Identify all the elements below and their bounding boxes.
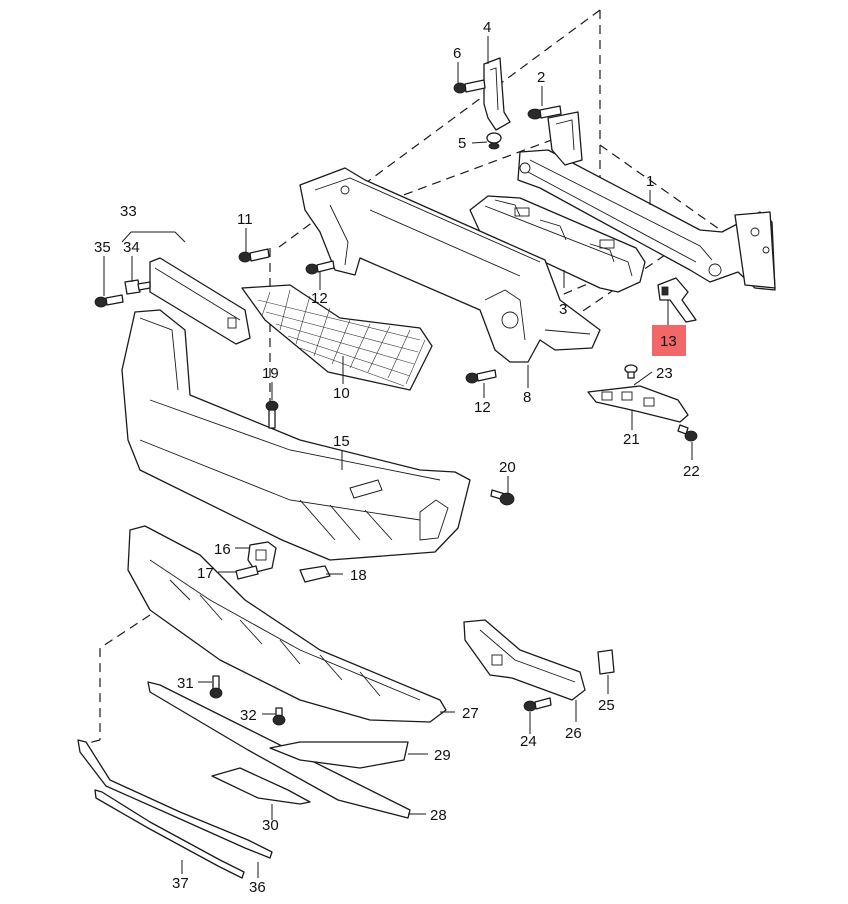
callout-11[interactable]: 11 bbox=[237, 211, 253, 228]
callout-3[interactable]: 3 bbox=[559, 301, 567, 318]
callout-33[interactable]: 33 bbox=[120, 203, 137, 220]
part-5-nut[interactable] bbox=[486, 132, 502, 150]
part-34-clip[interactable] bbox=[124, 279, 151, 295]
callout-21[interactable]: 21 bbox=[623, 431, 640, 448]
callout-27[interactable]: 27 bbox=[462, 705, 479, 722]
part-37-strip[interactable] bbox=[94, 789, 245, 879]
callout-26[interactable]: 26 bbox=[565, 725, 582, 742]
callout-6[interactable]: 6 bbox=[453, 45, 461, 62]
callout-16[interactable]: 16 bbox=[214, 541, 231, 558]
part-24-screw[interactable] bbox=[523, 697, 552, 712]
callout-1[interactable]: 1 bbox=[646, 173, 654, 190]
callout-labels: 4 6 2 5 1 3 8 12 13 11 12 10 33 35 34 19… bbox=[94, 19, 700, 896]
callout-28[interactable]: 28 bbox=[430, 807, 447, 824]
callout-2[interactable]: 2 bbox=[537, 69, 545, 86]
part-26-bracket[interactable] bbox=[463, 619, 586, 701]
callout-32[interactable]: 32 bbox=[240, 707, 257, 724]
part-27-lower-panel[interactable] bbox=[127, 525, 447, 723]
part-33-license-plate-holder[interactable] bbox=[149, 257, 251, 345]
part-21-guide[interactable] bbox=[587, 385, 689, 423]
part-31-screw[interactable] bbox=[209, 675, 223, 699]
callout-18[interactable]: 18 bbox=[350, 567, 367, 584]
part-4-bracket[interactable] bbox=[483, 57, 511, 131]
callout-8[interactable]: 8 bbox=[523, 389, 531, 406]
callout-29[interactable]: 29 bbox=[434, 747, 451, 764]
callout-19[interactable]: 19 bbox=[262, 365, 279, 382]
part-15-bumper-cover[interactable] bbox=[121, 309, 471, 561]
highlight-box-13 bbox=[652, 325, 686, 356]
callout-36[interactable]: 36 bbox=[249, 879, 266, 896]
callout-17[interactable]: 17 bbox=[197, 565, 214, 582]
part-17-cover[interactable] bbox=[235, 565, 259, 580]
part-12-screw-lower[interactable] bbox=[465, 369, 497, 384]
part-29-trim[interactable] bbox=[269, 741, 409, 769]
callout-37[interactable]: 37 bbox=[172, 875, 189, 892]
part-13-bracket[interactable] bbox=[657, 277, 697, 323]
callout-34[interactable]: 34 bbox=[123, 239, 140, 256]
part-16-bracket[interactable] bbox=[247, 541, 277, 573]
callout-31[interactable]: 31 bbox=[177, 675, 194, 692]
callout-25[interactable]: 25 bbox=[598, 697, 615, 714]
part-10-grille[interactable] bbox=[241, 284, 433, 391]
callout-15[interactable]: 15 bbox=[333, 433, 350, 450]
part-19-screw[interactable] bbox=[265, 400, 279, 429]
callout-10[interactable]: 10 bbox=[333, 385, 350, 402]
part-30-trim[interactable] bbox=[211, 767, 311, 805]
part-20-screw[interactable] bbox=[490, 489, 515, 506]
callout-20[interactable]: 20 bbox=[499, 459, 516, 476]
callout-12-lower[interactable]: 12 bbox=[474, 399, 491, 416]
callout-24[interactable]: 24 bbox=[520, 733, 537, 750]
callout-5[interactable]: 5 bbox=[458, 135, 466, 152]
callout-13[interactable]: 13 bbox=[660, 333, 677, 350]
callout-12-upper[interactable]: 12 bbox=[311, 290, 328, 307]
part-1-bumper-reinforcement[interactable] bbox=[517, 111, 776, 291]
part-22-screw[interactable] bbox=[677, 424, 698, 442]
part-36-strip[interactable] bbox=[77, 739, 273, 859]
part-25-clip[interactable] bbox=[597, 649, 615, 675]
part-6-screw[interactable] bbox=[453, 79, 486, 94]
part-18-cover-cap[interactable] bbox=[299, 565, 331, 583]
part-35-screw[interactable] bbox=[94, 294, 124, 308]
part-12-screw-upper[interactable] bbox=[305, 260, 335, 275]
callout-22[interactable]: 22 bbox=[683, 463, 700, 480]
part-23-clip[interactable] bbox=[624, 364, 638, 379]
callout-4[interactable]: 4 bbox=[483, 19, 491, 36]
callout-30[interactable]: 30 bbox=[262, 817, 279, 834]
part-2-bolt[interactable] bbox=[527, 105, 562, 120]
part-8-lock-carrier[interactable] bbox=[299, 167, 601, 363]
leader-lines bbox=[103, 36, 693, 878]
part-32-screw[interactable] bbox=[272, 707, 286, 726]
callout-23[interactable]: 23 bbox=[656, 365, 673, 382]
callout-35[interactable]: 35 bbox=[94, 239, 111, 256]
part-11-screw[interactable] bbox=[238, 248, 270, 263]
